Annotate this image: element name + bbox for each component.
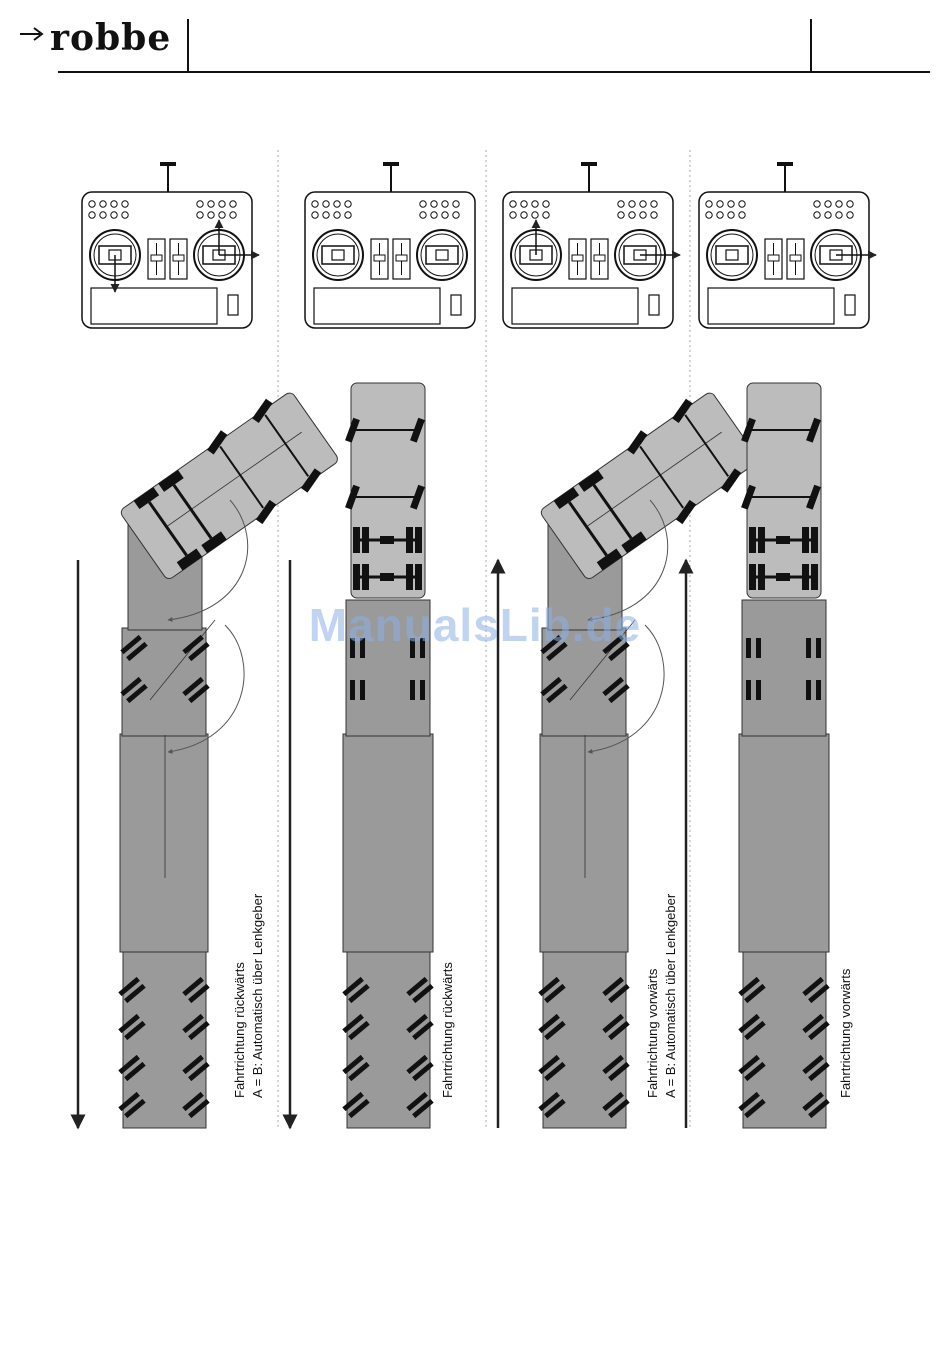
wheel-icon xyxy=(802,527,809,553)
wheel-icon xyxy=(353,527,360,553)
vehicle xyxy=(498,384,764,1128)
wheel-icon xyxy=(811,527,818,553)
vehicle xyxy=(290,383,434,1128)
trailer-body xyxy=(120,734,208,952)
wheel-icon xyxy=(811,564,818,590)
panel-4-direction-label: Fahrtrichtung vorwärts xyxy=(838,969,854,1098)
transmitter-icon xyxy=(699,162,876,328)
watermark: ManualsLib.de xyxy=(0,598,950,652)
transmitter-icon xyxy=(82,162,259,328)
wheel-icon xyxy=(353,564,360,590)
panel-3-direction-label: Fahrtrichtung vorwärts xyxy=(645,969,661,1098)
wheel-icon xyxy=(415,527,422,553)
wheel-icon xyxy=(362,527,369,553)
panel-2-direction-label: Fahrtrichtung rückwärts xyxy=(440,962,456,1098)
panel-1-direction-label: Fahrtrichtung rückwärts xyxy=(232,962,248,1098)
trailer-body xyxy=(343,734,433,952)
wheel-icon xyxy=(758,564,765,590)
wheel-icon xyxy=(406,527,413,553)
trailer-body xyxy=(540,734,628,952)
panel-1-steering-note: A = B: Automatisch über Lenkgeber xyxy=(250,894,266,1098)
wheel-icon xyxy=(406,564,413,590)
wheel-icon xyxy=(415,564,422,590)
wheel-icon xyxy=(802,564,809,590)
vehicle xyxy=(78,384,344,1128)
wheel-icon xyxy=(362,564,369,590)
wheel-icon xyxy=(758,527,765,553)
transmitter-icon xyxy=(305,162,475,328)
wheel-icon xyxy=(749,527,756,553)
trailer-body xyxy=(739,734,829,952)
transmitter-icon xyxy=(503,162,680,328)
wheel-icon xyxy=(749,564,756,590)
panel-3-steering-note: A = B: Automatisch über Lenkgeber xyxy=(663,894,679,1098)
